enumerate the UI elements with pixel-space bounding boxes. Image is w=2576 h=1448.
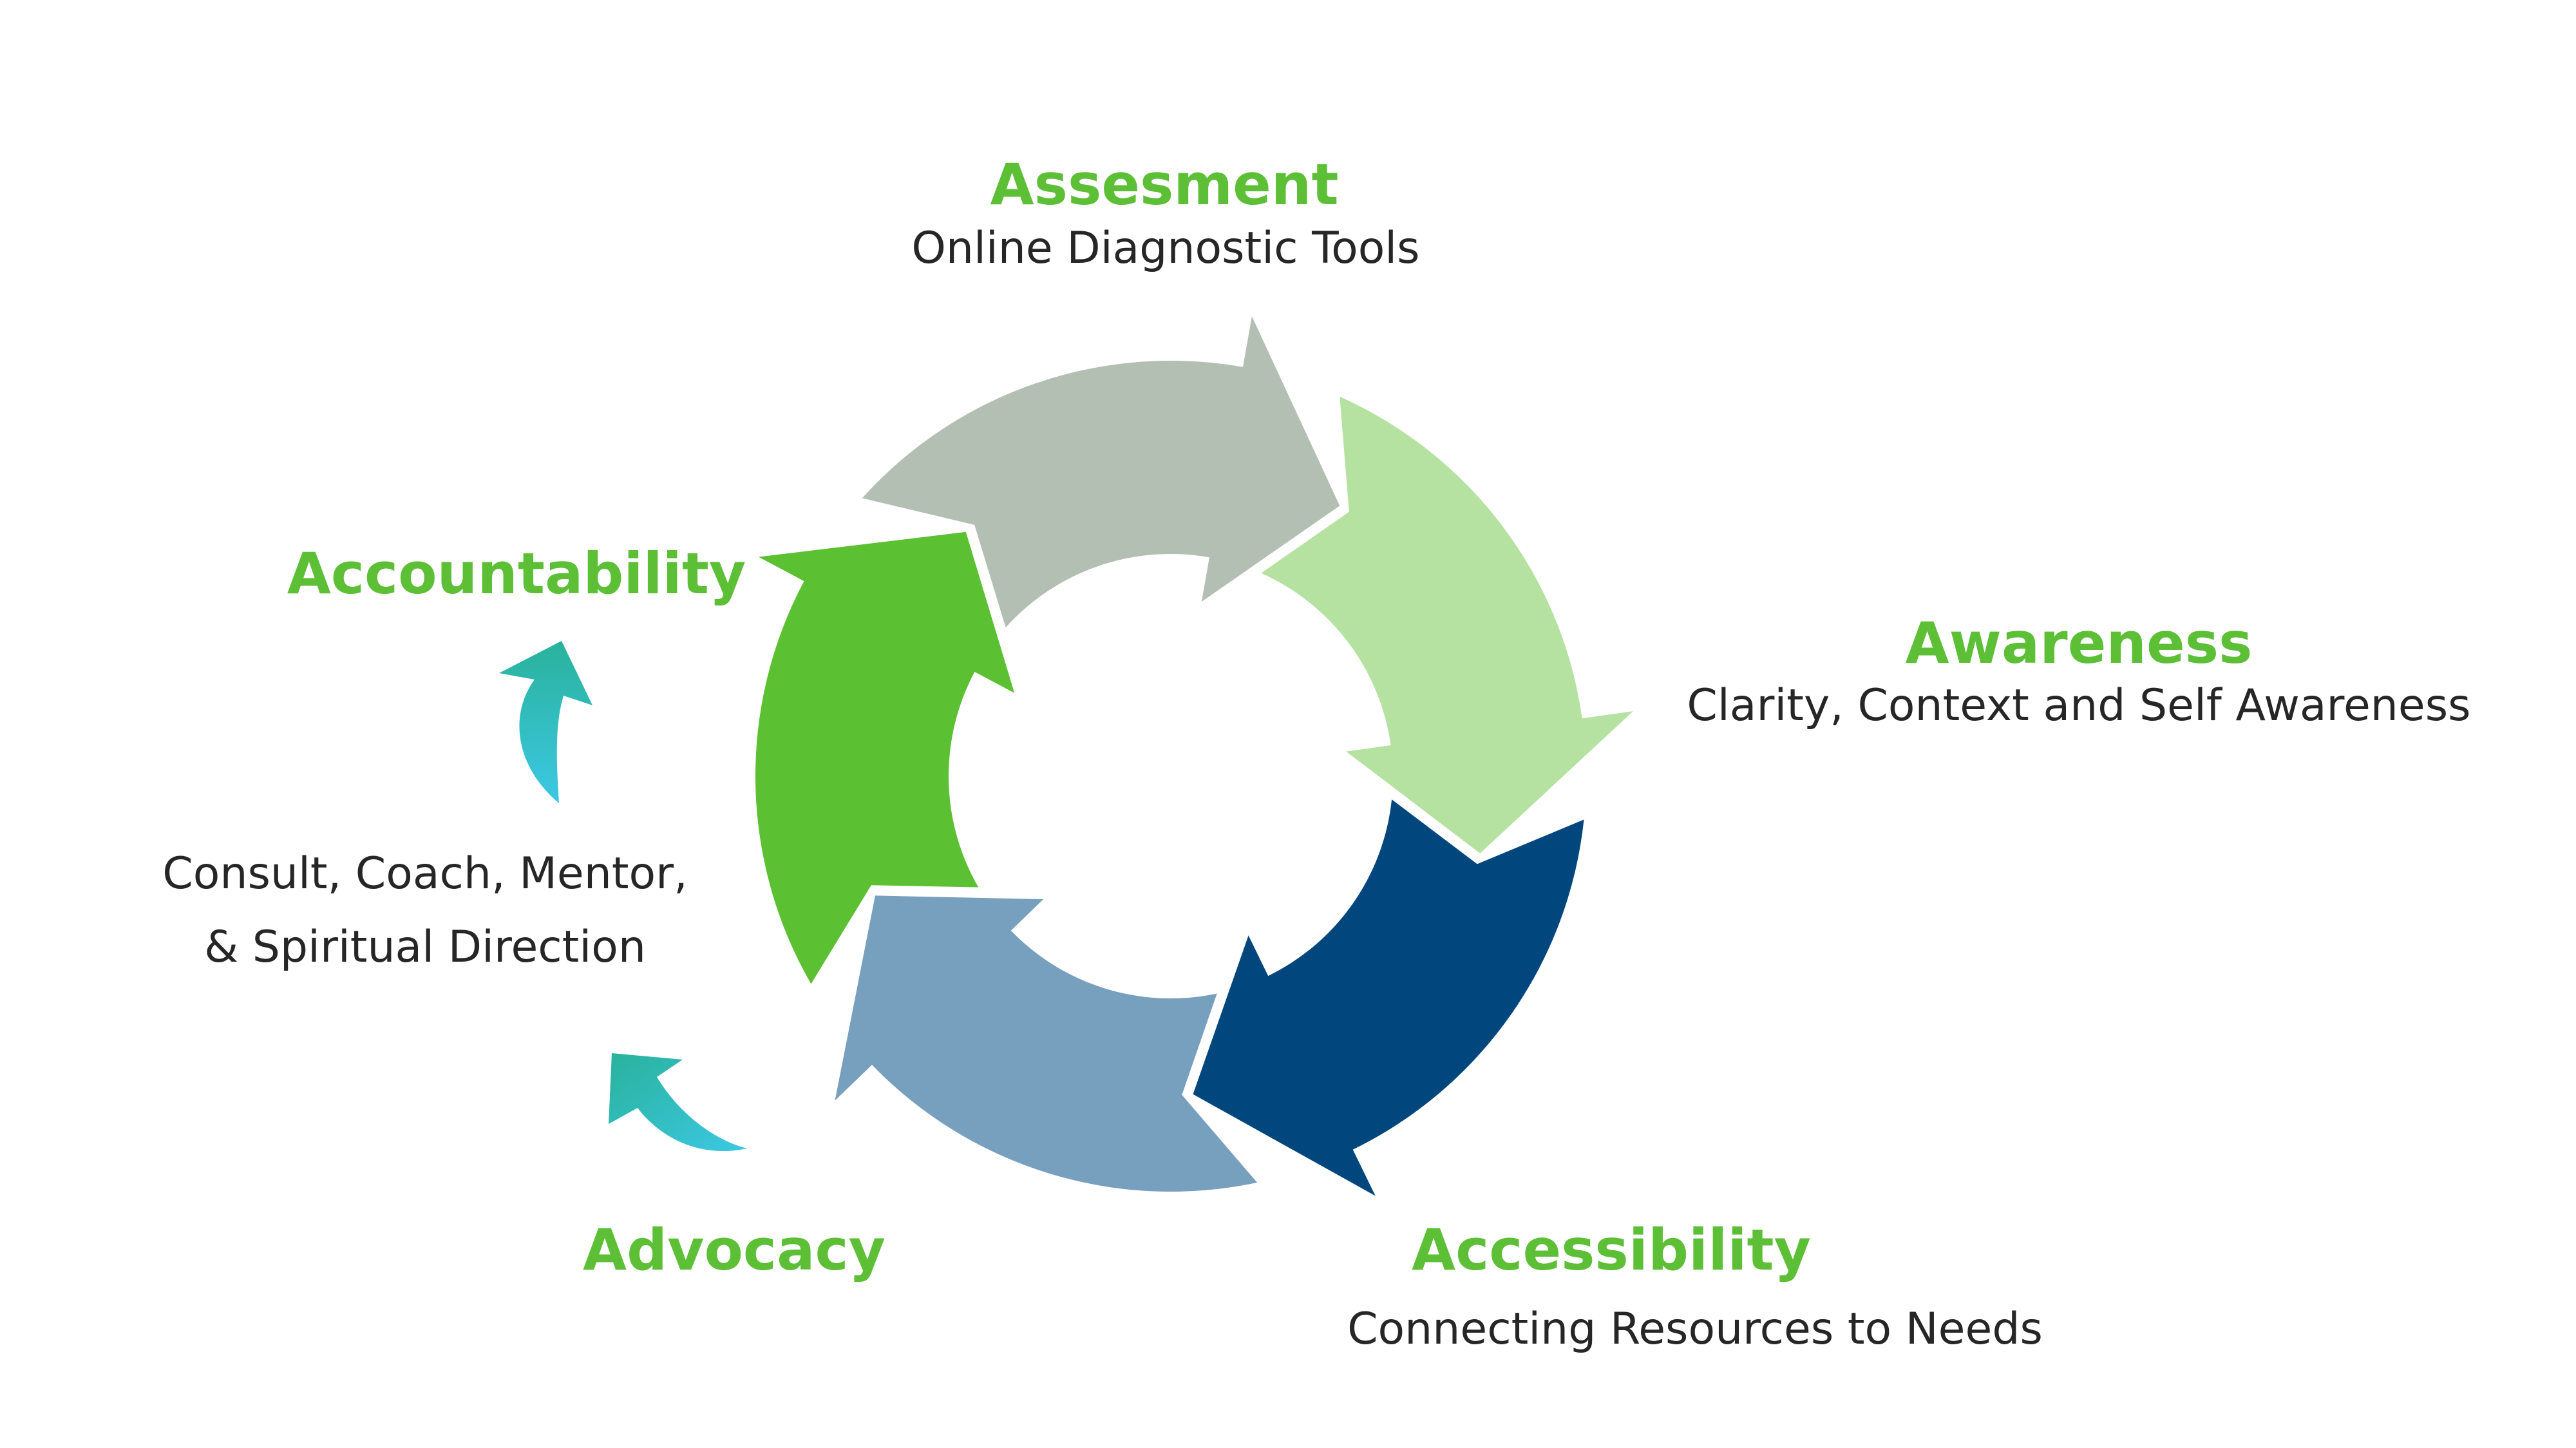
cycle-arrows xyxy=(755,316,1633,1196)
arrow-accountability xyxy=(755,531,1015,984)
stage-subtitle-assessment: Online Diagnostic Tools xyxy=(911,223,1420,274)
curved-up-left-arrow-icon xyxy=(609,1053,747,1152)
stage-subtitle-awareness: Clarity, Context and Self Awareness xyxy=(1687,680,2471,731)
arrow-awareness xyxy=(1261,396,1633,853)
stage-title-awareness: Awareness xyxy=(1905,610,2253,676)
support-note-line2: & Spiritual Direction xyxy=(204,922,646,973)
arrow-accessibility xyxy=(1193,799,1584,1196)
arrow-assessment xyxy=(862,316,1340,628)
stage-title-accountability: Accountability xyxy=(287,540,746,607)
arrow-advocacy xyxy=(835,895,1258,1192)
curved-up-arrow-icon xyxy=(499,641,592,803)
stage-title-accessibility: Accessibility xyxy=(1412,1217,1811,1283)
support-note-line1: Consult, Coach, Mentor, xyxy=(162,848,688,899)
stage-subtitle-accessibility: Connecting Resources to Needs xyxy=(1347,1304,2043,1355)
stage-title-assessment: Assesment xyxy=(990,151,1339,218)
stage-title-advocacy: Advocacy xyxy=(583,1217,886,1283)
